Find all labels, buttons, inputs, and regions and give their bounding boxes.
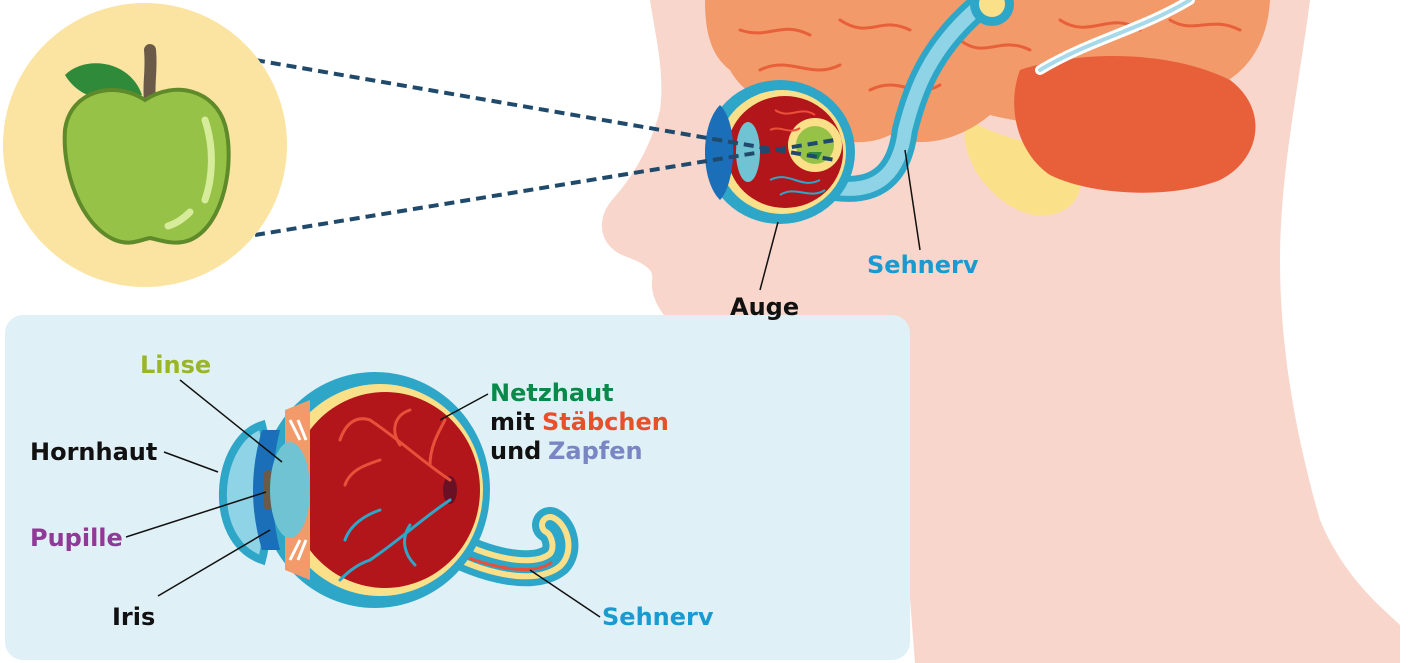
label-iris: Iris — [112, 603, 155, 631]
label-netzhaut: Netzhaut — [490, 379, 614, 407]
label-mit: mit — [490, 408, 535, 436]
label-zapfen: Zapfen — [548, 437, 643, 465]
label-staebchen: Stäbchen — [542, 408, 669, 436]
label-pupille: Pupille — [30, 524, 123, 552]
cerebellum — [1014, 56, 1255, 193]
label-sehnerv-detail: Sehnerv — [602, 603, 714, 631]
label-linse: Linse — [140, 351, 211, 379]
label-und: und — [490, 437, 541, 465]
apple-body — [65, 90, 229, 243]
label-auge: Auge — [730, 293, 799, 321]
label-hornhaut: Hornhaut — [30, 438, 157, 466]
apple-stem — [149, 50, 150, 100]
apple-illustration — [3, 3, 287, 287]
label-sehnerv-head: Sehnerv — [867, 251, 979, 279]
